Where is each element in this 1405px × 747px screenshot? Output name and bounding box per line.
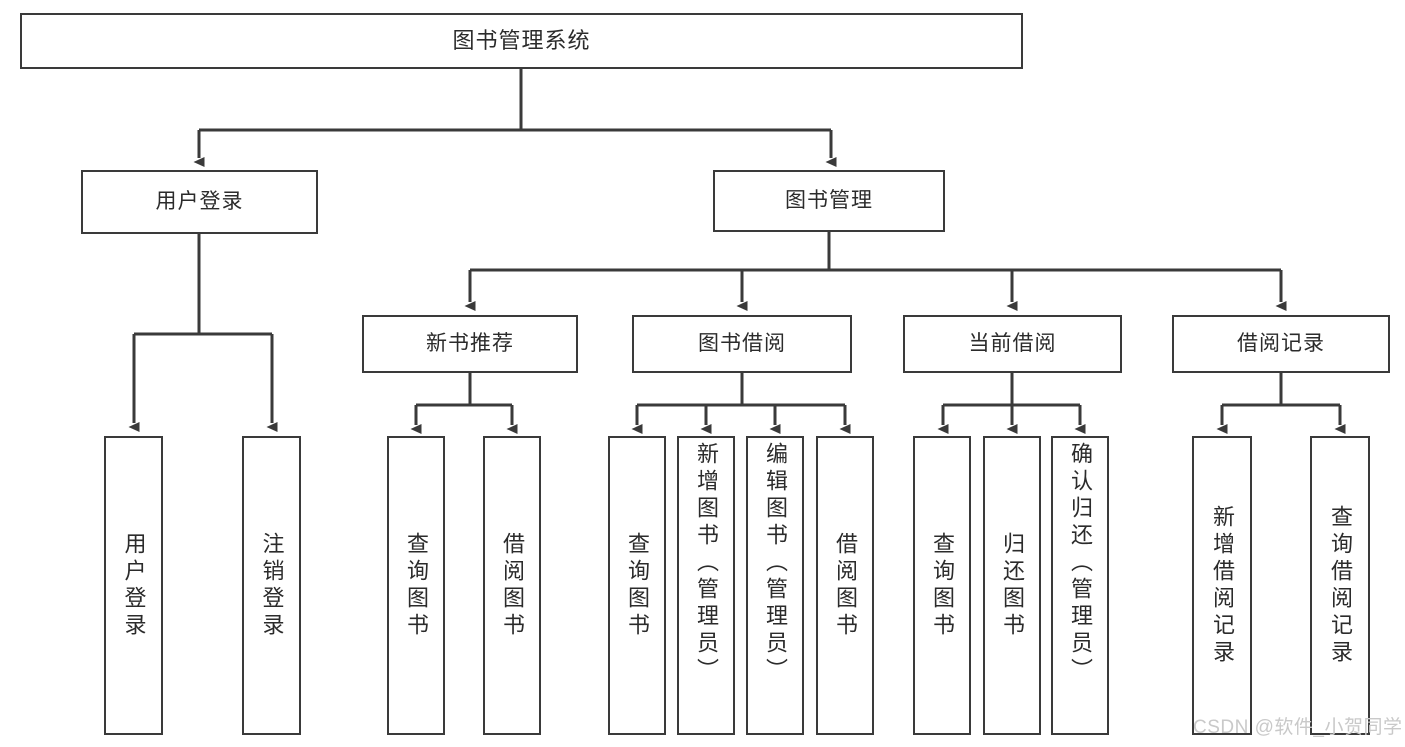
node-label: 编辑图书（管理员） [763,442,788,685]
leaf-query-borrow-record[interactable]: 查询借阅记录 [1310,436,1370,735]
node-label: 查询图书 [625,531,650,640]
leaf-user-logout[interactable]: 注销登录 [242,436,301,735]
leaf-query-book-recommend[interactable]: 查询图书 [387,436,445,735]
node-label: 借阅图书 [833,531,858,640]
leaf-user-login[interactable]: 用户登录 [104,436,163,735]
node-label: 当前借阅 [968,331,1057,355]
leaf-add-borrow-record[interactable]: 新增借阅记录 [1192,436,1252,735]
leaf-return-book[interactable]: 归还图书 [983,436,1041,735]
node-label: 查询图书 [404,531,429,640]
node-label: 查询图书 [930,531,955,640]
node-label: 图书管理 [785,188,873,212]
leaf-borrow-book[interactable]: 借阅图书 [816,436,874,735]
node-book-borrow[interactable]: 图书借阅 [632,315,852,373]
leaf-query-book-current[interactable]: 查询图书 [913,436,971,735]
node-borrow-records[interactable]: 借阅记录 [1172,315,1390,373]
node-new-book-recommend[interactable]: 新书推荐 [362,315,578,373]
node-label: 借阅记录 [1237,331,1325,355]
node-label: 用户登录 [121,531,147,640]
leaf-query-book-borrow[interactable]: 查询图书 [608,436,666,735]
node-label: 图书借阅 [698,331,786,355]
node-label: 确认归还（管理员） [1068,442,1093,685]
node-label: 新增借阅记录 [1210,504,1235,667]
node-label: 注销登录 [259,531,285,640]
leaf-borrow-book-recommend[interactable]: 借阅图书 [483,436,541,735]
node-label: 归还图书 [1000,531,1025,640]
csdn-watermark: CSDN @软件_小贺同学 [1193,717,1403,738]
node-current-borrow[interactable]: 当前借阅 [903,315,1122,373]
node-label: 借阅图书 [500,531,525,640]
node-label: 用户登录 [155,189,244,213]
node-user-login[interactable]: 用户登录 [81,170,318,234]
node-book-management[interactable]: 图书管理 [713,170,945,232]
leaf-edit-book-admin[interactable]: 编辑图书（管理员） [746,436,804,735]
node-label: 新增图书（管理员） [694,442,719,685]
node-root-system[interactable]: 图书管理系统 [20,13,1023,69]
node-label: 查询借阅记录 [1328,504,1353,667]
node-label: 新书推荐 [426,331,514,355]
node-label: 图书管理系统 [452,28,591,54]
leaf-confirm-return-admin[interactable]: 确认归还（管理员） [1051,436,1109,735]
leaf-add-book-admin[interactable]: 新增图书（管理员） [677,436,735,735]
